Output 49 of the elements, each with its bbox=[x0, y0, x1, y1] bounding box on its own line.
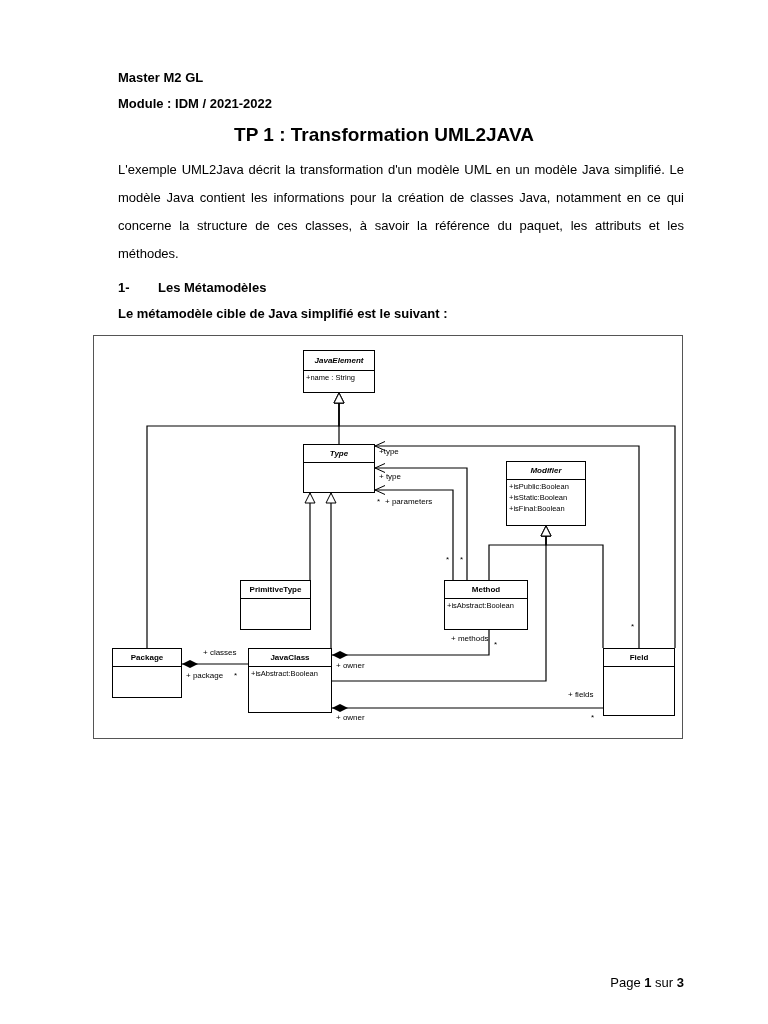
generalization-arrow bbox=[333, 392, 676, 649]
role-label: + owner bbox=[336, 713, 365, 723]
uml-class-box bbox=[240, 580, 311, 630]
intro-sentence: Le métamodèle cible de Java simplifié est le suivant : bbox=[118, 306, 448, 321]
composition-line bbox=[331, 704, 604, 712]
uml-class-box bbox=[444, 580, 528, 630]
class-name: JavaElement bbox=[304, 351, 374, 371]
association-arrow bbox=[374, 441, 640, 649]
generalization-arrow bbox=[331, 525, 552, 682]
role-label: + type bbox=[379, 472, 401, 482]
multiplicity-label: * bbox=[377, 497, 381, 507]
role-label: + methods bbox=[451, 634, 489, 644]
section-heading: 1- bbox=[118, 280, 130, 295]
class-name: Field bbox=[604, 649, 674, 667]
uml-class-box bbox=[248, 648, 332, 713]
generalization-arrow bbox=[304, 492, 316, 581]
multiplicity-label: * bbox=[631, 622, 635, 632]
role-label: + classes bbox=[203, 648, 237, 658]
uml-class-box bbox=[112, 648, 182, 698]
intro-paragraph: L'exemple UML2Java décrit la transformation d'un modèle UML en un modèle Java simplifié. Le modèle Java contient les informations pour la création de classes Java, notamment en ce qui concerne la structure de ces classes, à savoir la référence du paquet, les attributs et les méthodes. bbox=[118, 161, 684, 263]
association-arrow bbox=[374, 485, 454, 581]
composition-line bbox=[181, 660, 249, 668]
multiplicity-label: * bbox=[460, 555, 464, 565]
page-number: Page 1 sur 3 bbox=[610, 975, 684, 990]
uml-class-box bbox=[303, 350, 375, 393]
role-label: +type bbox=[379, 447, 399, 457]
association-arrow bbox=[374, 463, 468, 581]
multiplicity-label: * bbox=[234, 671, 238, 681]
composition-line bbox=[331, 629, 490, 659]
class-name: Modifier bbox=[507, 462, 585, 480]
uml-class-box bbox=[506, 461, 586, 526]
header-text: Master M2 GL bbox=[118, 70, 204, 85]
uml-class-box bbox=[303, 444, 375, 493]
uml-class-box bbox=[603, 648, 675, 716]
generalization-arrow bbox=[325, 492, 337, 649]
role-label: + owner bbox=[336, 661, 365, 671]
class-name: PrimitiveType bbox=[241, 581, 310, 599]
page-title: TP 1 : Transformation UML2JAVA bbox=[233, 124, 535, 146]
role-label: + fields bbox=[568, 690, 594, 700]
role-label: + parameters bbox=[385, 497, 433, 507]
class-name: Package bbox=[113, 649, 181, 667]
class-name: JavaClass bbox=[249, 649, 331, 667]
multiplicity-label: * bbox=[591, 713, 595, 723]
section-heading: Les Métamodèles bbox=[158, 280, 267, 295]
multiplicity-label: * bbox=[494, 640, 498, 650]
class-name: Method bbox=[445, 581, 527, 599]
header-text: Module : IDM / 2021-2022 bbox=[118, 96, 272, 111]
class-name: Type bbox=[304, 445, 374, 463]
multiplicity-label: * bbox=[446, 555, 450, 565]
